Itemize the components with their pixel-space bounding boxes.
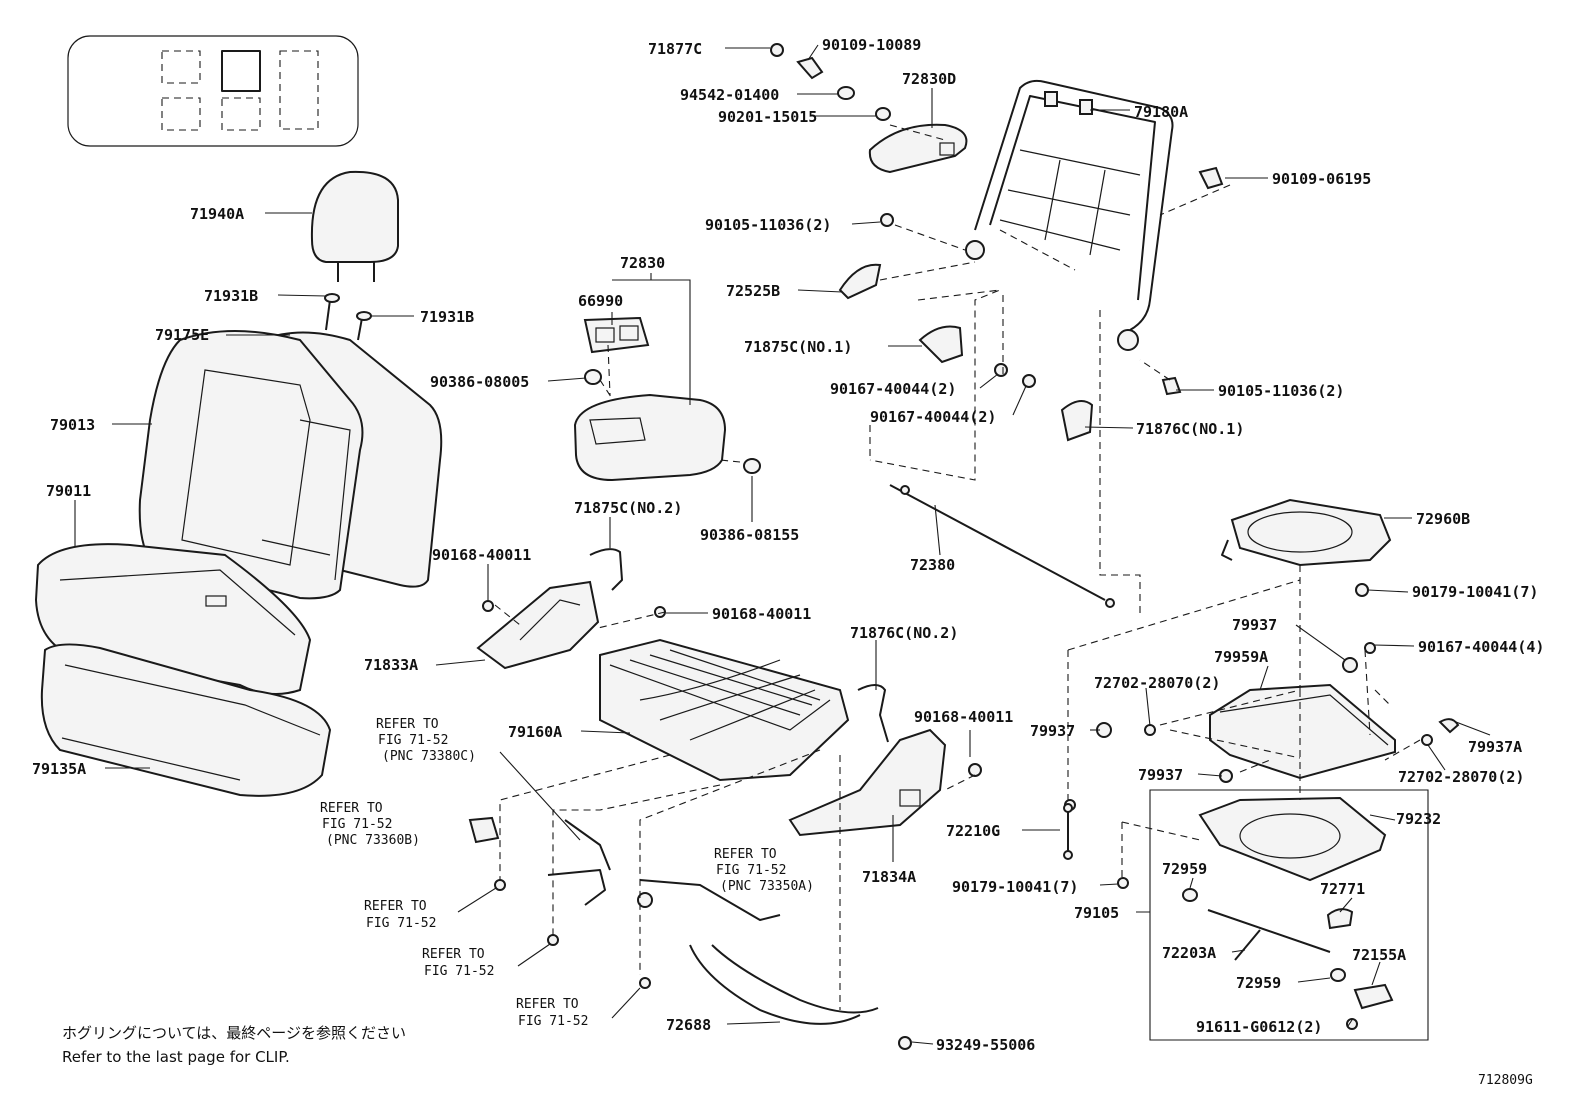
label-72702-28070-2a: 72702-28070(2) <box>1094 674 1220 692</box>
label-79232: 79232 <box>1396 810 1441 828</box>
refer-1-line3: (PNC 73380C) <box>382 749 476 764</box>
seat-back-drawing <box>138 330 443 600</box>
dashed-relations <box>494 124 1421 1010</box>
figure-code: 712809G <box>1478 1073 1533 1088</box>
label-72525B: 72525B <box>726 282 780 300</box>
label-72959-a: 72959 <box>1162 860 1207 878</box>
label-90201-15015: 90201-15015 <box>718 108 817 126</box>
seat-cushion-drawing <box>34 543 332 797</box>
refer-2-line1: REFER TO <box>320 801 383 816</box>
label-72210G: 72210G <box>946 822 1000 840</box>
label-72959-b: 72959 <box>1236 974 1281 992</box>
label-90179-10041-7a: 90179-10041(7) <box>1412 583 1538 601</box>
refer-2-line3: (PNC 73360B) <box>326 833 420 848</box>
label-71877C: 71877C <box>648 40 702 58</box>
refer-3-line2: FIG 71-52 <box>716 863 786 878</box>
label-90105-11036-2b: 90105-11036(2) <box>1218 382 1344 400</box>
label-79135A: 79135A <box>32 760 86 778</box>
label-90168-40011-a: 90168-40011 <box>432 546 531 564</box>
part-labels: 71877C 90109-10089 72830D 94542-01400 79… <box>32 36 1544 1054</box>
label-71876C-no1: 71876C(NO.1) <box>1136 420 1244 438</box>
label-72830: 72830 <box>620 254 665 272</box>
refer-4-line1: REFER TO <box>364 899 427 914</box>
seat-track-drawing <box>1198 498 1396 882</box>
small-hardware-drawing <box>482 43 1460 889</box>
label-79175E: 79175E <box>155 326 209 344</box>
label-79937A: 79937A <box>1468 738 1522 756</box>
label-72380: 72380 <box>910 556 955 574</box>
label-91611-G0612-2: 91611-G0612(2) <box>1196 1018 1322 1036</box>
seat-back-frame-drawing <box>868 79 1174 351</box>
refer-3-line1: REFER TO <box>714 847 777 862</box>
cable-drawing <box>468 484 1394 1050</box>
headrest-support-drawing <box>324 293 372 341</box>
label-79160A: 79160A <box>508 723 562 741</box>
label-93249-55006: 93249-55006 <box>936 1036 1035 1054</box>
note-japanese: ホグリングについては、最終ページを参照ください <box>62 1024 406 1042</box>
refer-3-line3: (PNC 73350A) <box>720 879 814 894</box>
label-90109-10089: 90109-10089 <box>822 36 921 54</box>
label-79937-c: 79937 <box>1138 766 1183 784</box>
label-90167-40044-2b: 90167-40044(2) <box>870 408 996 426</box>
label-90179-10041-7b: 90179-10041(7) <box>952 878 1078 896</box>
refer-callouts: REFER TO FIG 71-52 (PNC 73380C) REFER TO… <box>320 717 814 1029</box>
refer-5-line2: FIG 71-52 <box>424 964 494 979</box>
seat-hinge-drawing <box>476 548 947 837</box>
label-71875C-no1: 71875C(NO.1) <box>744 338 852 356</box>
label-72830D: 72830D <box>902 70 956 88</box>
label-72702-28070-2b: 72702-28070(2) <box>1398 768 1524 786</box>
footer-notes: ホグリングについては、最終ページを参照ください Refer to the las… <box>62 1024 1533 1088</box>
headrest-drawing <box>310 170 399 282</box>
label-90168-40011-b: 90168-40011 <box>712 605 811 623</box>
refer-5-line1: REFER TO <box>422 947 485 962</box>
label-90168-40011-c: 90168-40011 <box>914 708 1013 726</box>
refer-6-line1: REFER TO <box>516 997 579 1012</box>
label-79959A: 79959A <box>1214 648 1268 666</box>
label-71875C-no2: 71875C(NO.2) <box>574 499 682 517</box>
label-90167-40044-4: 90167-40044(4) <box>1418 638 1544 656</box>
label-79937-a: 79937 <box>1232 616 1277 634</box>
seat-cushion-frame-drawing <box>599 638 850 782</box>
refer-1-line1: REFER TO <box>376 717 439 732</box>
seat-location-key <box>67 35 359 147</box>
label-72771: 72771 <box>1320 880 1365 898</box>
label-90386-08155: 90386-08155 <box>700 526 799 544</box>
label-66990: 66990 <box>578 292 623 310</box>
label-94542-01400: 94542-01400 <box>680 86 779 104</box>
label-90105-11036-2a: 90105-11036(2) <box>705 216 831 234</box>
armrest-drawing <box>573 316 761 482</box>
label-72203A: 72203A <box>1162 944 1216 962</box>
label-79105: 79105 <box>1074 904 1119 922</box>
leader-lines <box>74 44 1491 1045</box>
refer-2-line2: FIG 71-52 <box>322 817 392 832</box>
label-71940A: 71940A <box>190 205 244 223</box>
label-90386-08005: 90386-08005 <box>430 373 529 391</box>
refer-1-line2: FIG 71-52 <box>378 733 448 748</box>
refer-6-line2: FIG 71-52 <box>518 1014 588 1029</box>
label-79937-b: 79937 <box>1030 722 1075 740</box>
label-79180A: 79180A <box>1134 103 1188 121</box>
label-72688: 72688 <box>666 1016 711 1034</box>
label-72960B: 72960B <box>1416 510 1470 528</box>
label-90167-40044-2a: 90167-40044(2) <box>830 380 956 398</box>
label-79013: 79013 <box>50 416 95 434</box>
label-71931B-left: 71931B <box>204 287 258 305</box>
label-71833A: 71833A <box>364 656 418 674</box>
label-71876C-no2: 71876C(NO.2) <box>850 624 958 642</box>
label-79011: 79011 <box>46 482 91 500</box>
label-90109-06195: 90109-06195 <box>1272 170 1371 188</box>
label-72155A: 72155A <box>1352 946 1406 964</box>
label-71834A: 71834A <box>862 868 916 886</box>
refer-4-line2: FIG 71-52 <box>366 916 436 931</box>
label-71931B-right: 71931B <box>420 308 474 326</box>
note-english: Refer to the last page for CLIP. <box>62 1048 290 1066</box>
